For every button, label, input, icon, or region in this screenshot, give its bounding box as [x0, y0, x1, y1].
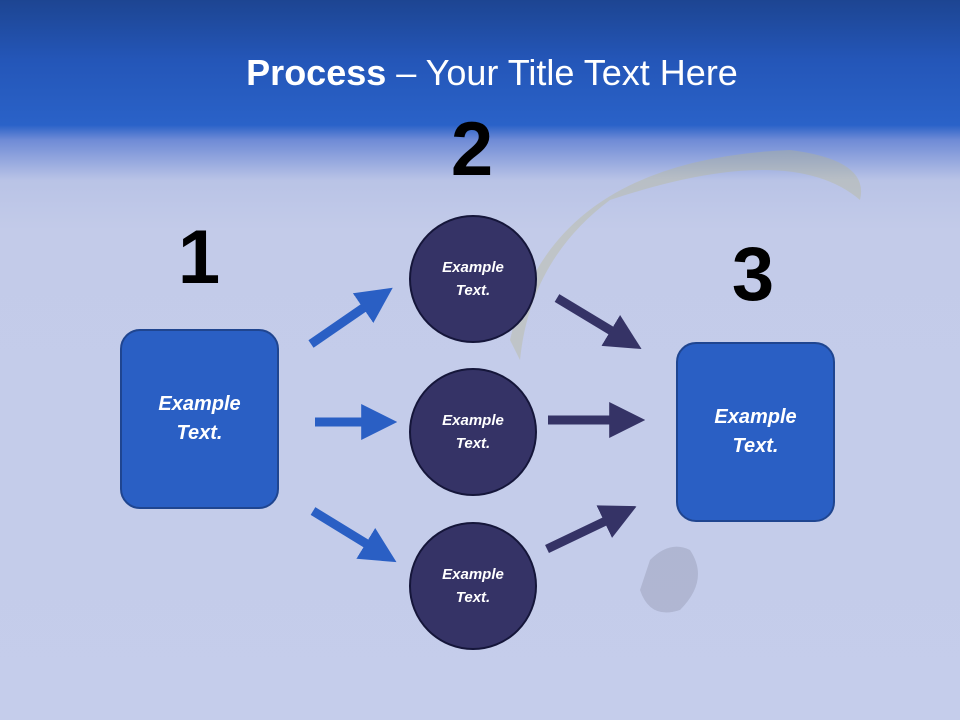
box-text-line2: Text. — [176, 422, 223, 444]
arrow-top-to-3 — [554, 294, 642, 350]
circle-text-line1: Example — [442, 566, 504, 583]
box-text-line1: Example — [158, 393, 241, 415]
circle-text-line1: Example — [442, 412, 504, 429]
step-number-3: 3 — [731, 232, 775, 317]
box-text-line1: Example — [714, 406, 797, 428]
arrow-1-to-bottom — [310, 507, 397, 563]
step-number-2: 2 — [450, 107, 494, 192]
title-rest: – Your Title Text Here — [386, 52, 738, 93]
step-number-1: 1 — [177, 215, 221, 300]
box-text-line2: Text. — [732, 435, 779, 457]
slide-title: Process – Your Title Text Here — [0, 52, 960, 94]
circle-text-line2: Text. — [455, 282, 491, 299]
arrow-1-to-top — [308, 287, 393, 348]
paraglider-background-image — [510, 150, 862, 613]
circle-text-line2: Text. — [455, 435, 491, 452]
arrow-bottom-to-3 — [545, 505, 637, 554]
title-bold: Process — [246, 52, 387, 93]
circle-text-line2: Text. — [455, 589, 491, 606]
circle-text-line1: Example — [442, 259, 504, 276]
